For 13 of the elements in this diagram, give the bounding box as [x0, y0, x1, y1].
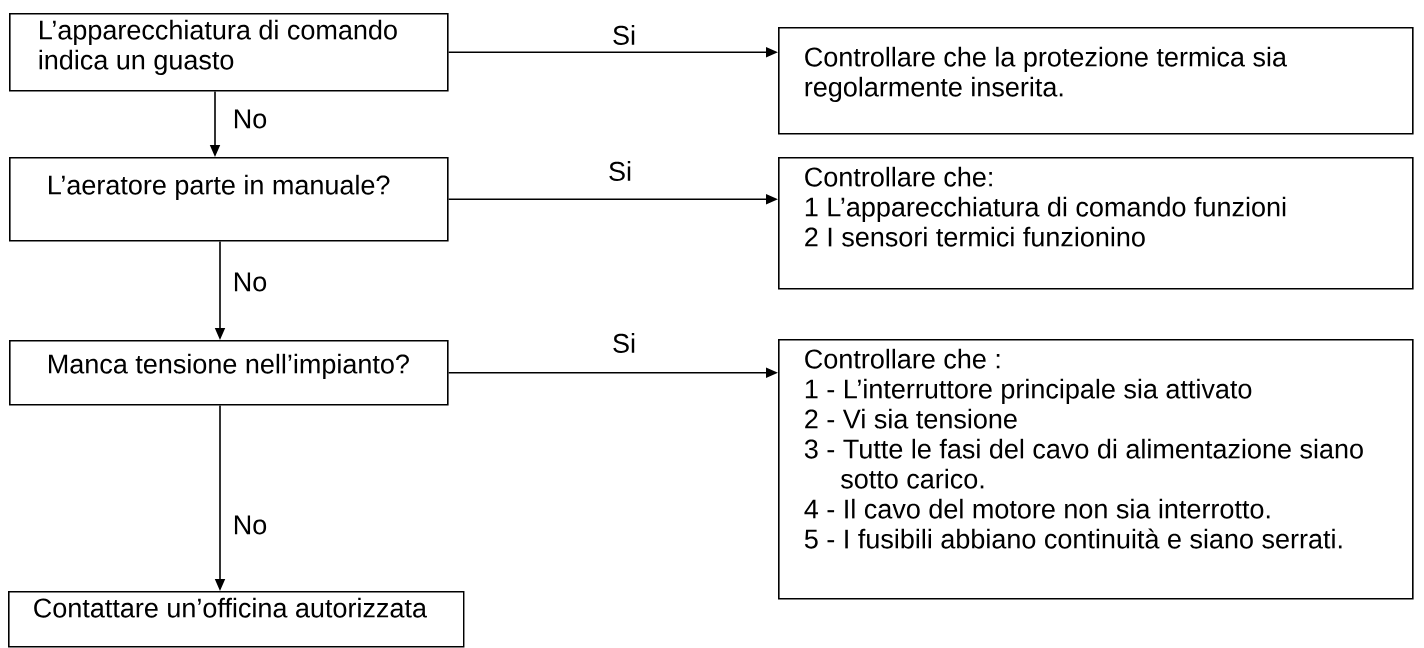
decision-box: Manca tensione nell’impianto? — [9, 340, 449, 406]
edge-label: No — [230, 107, 270, 131]
decision-box: L’aeratore parte in manuale? — [9, 157, 449, 242]
action-box: Controllare che: 1 L’apparecchiatura di comando funzioni 2 I sensori termici funzionino — [778, 157, 1414, 290]
edge-label: No — [230, 513, 270, 537]
edge-label: No — [230, 270, 270, 294]
action-box: Controllare che la protezione termica sia regolarmente inserita. — [778, 27, 1414, 135]
edge-label: Si — [606, 159, 634, 183]
decision-box: L’apparecchiatura di comando indica un guasto — [9, 13, 449, 92]
edge-label: Si — [610, 23, 638, 47]
action-box: Controllare che : 1 - L’interruttore principale sia attivato 2 - Vi sia tensione 3 - Tutte le fasi del cavo di alimentazione siano sotto carico. 4 - Il cavo del motore non sia interrotto. 5 - I fusibili abbiano continuità e siano serrati. — [778, 339, 1414, 600]
edge-label: Si — [610, 331, 638, 355]
action-box: Contattare un’officina autorizzata — [8, 591, 465, 648]
